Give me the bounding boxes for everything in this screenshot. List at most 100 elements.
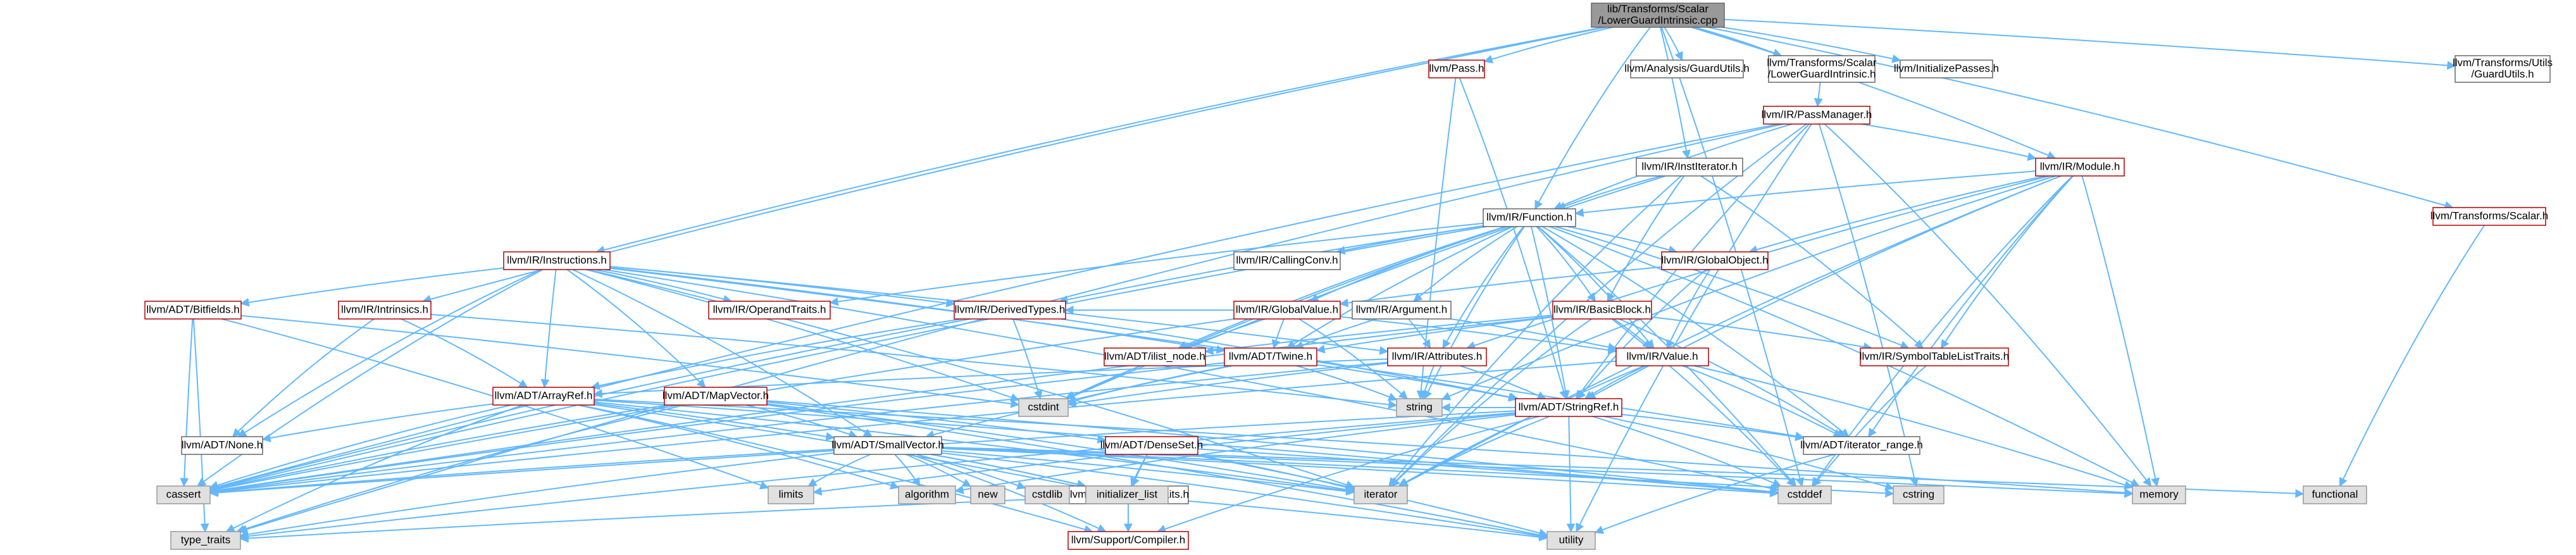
edge-attributes-to-stringref [1460, 365, 1546, 400]
node-label-compiler-0: llvm/Support/Compiler.h [1071, 533, 1185, 546]
node-iteratorrange[interactable]: llvm/ADT/iterator_range.h [1800, 436, 1923, 455]
edge-function-to-value [1537, 226, 1655, 349]
node-scalar[interactable]: llvm/Transforms/Scalar.h [2430, 207, 2548, 226]
edge-arrayref-to-compiler [579, 404, 1093, 534]
edge-smallvector-to-new [905, 454, 972, 487]
edge-passmanager-to-memory [1824, 123, 2152, 487]
edge-institerator-to-symboltable [1700, 175, 1924, 349]
node-none[interactable]: llvm/ADT/None.h [181, 436, 263, 455]
edge-denseset-to-initlist [1130, 454, 1148, 487]
edge-globalvalue-to-twine [1271, 318, 1285, 349]
node-label-globalvalue-0: llvm/IR/GlobalValue.h [1236, 303, 1338, 315]
node-initpasses[interactable]: llvm/InitializePasses.h [1894, 59, 1999, 78]
node-stringref[interactable]: llvm/ADT/StringRef.h [1515, 398, 1622, 417]
node-box-module [2035, 158, 2125, 177]
edge-passmanager-to-iterator [1390, 123, 1807, 487]
node-new: new [970, 485, 1005, 504]
node-function[interactable]: llvm/IR/Function.h [1483, 208, 1576, 227]
node-smallvector[interactable]: llvm/ADT/SmallVector.h [831, 436, 944, 455]
node-intrinsics[interactable]: llvm/IR/Intrinsics.h [338, 301, 432, 320]
edge-basicblock-to-symboltable [1651, 316, 1873, 351]
node-basicblock[interactable]: llvm/IR/BasicBlock.h [1552, 301, 1652, 320]
node-memory: memory [2132, 485, 2186, 504]
node-box-cstdlib [1024, 485, 1070, 504]
node-box-arrayref [492, 387, 595, 406]
edge-value-to-stringref [1584, 365, 1646, 399]
node-label-scalar-0: llvm/Transforms/Scalar.h [2430, 209, 2548, 221]
node-bitfields[interactable]: llvm/ADT/Bitfields.h [144, 301, 242, 320]
node-denseset[interactable]: llvm/ADT/DenseSet.h [1100, 436, 1204, 455]
node-label-limits-0: limits [779, 488, 804, 500]
node-ilistnode[interactable]: llvm/ADT/ilist_node.h [1104, 347, 1206, 366]
edge-mapvector-to-smallvector [746, 404, 858, 439]
node-box-initpasses [1900, 59, 1993, 78]
node-argument[interactable]: llvm/IR/Argument.h [1352, 301, 1452, 320]
node-guardutils_tr[interactable]: llvm/Transforms/Utils/GuardUtils.h [2453, 55, 2553, 83]
node-operandtraits[interactable]: llvm/IR/OperandTraits.h [708, 301, 831, 320]
node-label-new-0: new [978, 488, 998, 500]
node-box-attributes [1387, 347, 1487, 366]
node-label-string-0: string [1406, 401, 1433, 413]
edge-smallvector-to-compiler [910, 454, 1107, 533]
edge-globalvalue-to-string [1298, 318, 1409, 399]
edge-smallvector-to-initlist [930, 454, 1087, 489]
node-instructions[interactable]: llvm/IR/Instructions.h [503, 251, 611, 270]
node-twine[interactable]: llvm/ADT/Twine.h [1224, 347, 1317, 366]
edge-module-to-globalobject [1748, 175, 2046, 254]
edge-attributes-to-cstdint [1067, 363, 1388, 408]
node-institerator[interactable]: llvm/IR/InstIterator.h [1636, 158, 1743, 177]
node-cstddef: cstddef [1777, 485, 1832, 504]
node-box-institerator [1636, 158, 1743, 177]
node-attributes[interactable]: llvm/IR/Attributes.h [1387, 347, 1487, 366]
edge-arrayref-to-algorithm [578, 404, 900, 490]
node-box-stringref [1515, 398, 1622, 417]
node-box-cstring [1893, 485, 1944, 504]
edge-typetraits_support-to-utility [1188, 500, 1548, 542]
node-box-compiler [1067, 531, 1189, 550]
edge-intrinsics-to-arrayref [401, 318, 528, 388]
node-label-twine-0: llvm/ADT/Twine.h [1229, 350, 1312, 362]
edge-smallvector-to-cstring [941, 447, 1895, 498]
edge-globalobject-to-value [1666, 269, 1711, 349]
node-root[interactable]: lib/Transforms/Scalar/LowerGuardIntrinsi… [1591, 3, 1725, 28]
node-pass[interactable]: llvm/Pass.h [1428, 59, 1485, 78]
edge-root-to-module [1691, 27, 2056, 159]
node-lowerguard_h[interactable]: llvm/Transforms/Scalar/LowerGuardIntrins… [1767, 55, 1877, 83]
node-box-instructions [503, 251, 611, 270]
node-derivedtypes[interactable]: llvm/IR/DerivedTypes.h [954, 301, 1066, 320]
node-arrayref[interactable]: llvm/ADT/ArrayRef.h [492, 387, 595, 406]
node-symboltable[interactable]: llvm/IR/SymbolTableListTraits.h [1860, 347, 2010, 366]
node-cstdlib: cstdlib [1024, 485, 1070, 504]
node-globalvalue[interactable]: llvm/IR/GlobalValue.h [1233, 301, 1341, 320]
node-cstdint: cstdint [1018, 398, 1069, 417]
node-value[interactable]: llvm/IR/Value.h [1615, 347, 1709, 366]
node-box-derivedtypes [954, 301, 1066, 320]
edge-arrayref-to-none [261, 403, 494, 442]
node-label-guardutils_tr-1: /GuardUtils.h [2471, 68, 2534, 80]
edge-function-to-attributes [1442, 226, 1524, 349]
node-label-intrinsics-0: llvm/IR/Intrinsics.h [341, 303, 428, 315]
edge-passmanager-to-cstring [1818, 123, 1919, 487]
edge-stringref-to-iteratorrange [1621, 413, 1805, 442]
node-label-cstdlib-0: cstdlib [1032, 488, 1062, 500]
edge-arrayref-to-iterator [594, 401, 1355, 496]
node-label-derivedtypes-0: llvm/IR/DerivedTypes.h [955, 303, 1066, 315]
node-label-mapvector-0: llvm/ADT/MapVector.h [663, 389, 769, 401]
edge-passmanager-to-cassert [209, 123, 1779, 491]
edge-stringref-to-type_traits [239, 412, 1516, 541]
node-callingconv[interactable]: llvm/IR/CallingConv.h [1233, 251, 1341, 270]
edge-institerator-to-function [1556, 175, 1662, 211]
node-label-cassert-0: cassert [166, 488, 201, 500]
node-module[interactable]: llvm/IR/Module.h [2035, 158, 2125, 177]
node-functional: functional [2303, 485, 2367, 504]
edge-smallvector-to-iterator [941, 450, 1355, 496]
node-passmanager[interactable]: llvm/IR/PassManager.h [1762, 106, 1872, 125]
edge-twine-to-cstdint [1067, 365, 1231, 404]
node-box-denseset [1105, 436, 1198, 455]
edge-smallvector-to-cstdlib [916, 454, 1026, 490]
node-guardutils_analysis[interactable]: llvm/Analysis/GuardUtils.h [1624, 59, 1750, 78]
node-mapvector[interactable]: llvm/ADT/MapVector.h [663, 387, 769, 406]
node-compiler[interactable]: llvm/Support/Compiler.h [1067, 531, 1189, 550]
node-globalobject[interactable]: llvm/IR/GlobalObject.h [1661, 251, 1769, 270]
edge-symboltable-to-cstddef [1812, 365, 1927, 487]
